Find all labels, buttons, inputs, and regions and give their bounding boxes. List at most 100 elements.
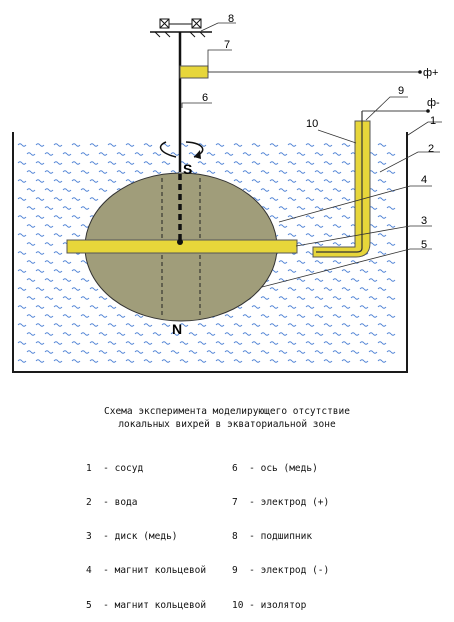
water-wave-mark [350,278,360,282]
water-wave-mark [53,215,63,219]
water-wave-mark [332,170,342,174]
water-wave-mark [332,314,342,318]
water-wave-mark [377,305,387,309]
water-wave-mark [323,161,333,165]
water-wave-mark [188,350,198,354]
water-wave-mark [296,170,306,174]
water-wave-mark [17,215,27,219]
water-wave-mark [269,161,279,165]
legend-item: 7 - электрод (+) [232,497,330,509]
water-wave-mark [62,206,72,210]
water-wave-mark [386,152,396,156]
water-wave-mark [35,341,45,345]
water-wave-mark [134,170,144,174]
water-wave-mark [71,269,81,273]
water-wave-mark [161,359,171,363]
water-wave-mark [80,188,90,192]
water-wave-mark [71,161,81,165]
water-wave-mark [62,296,72,300]
water-wave-mark [296,314,306,318]
water-wave-mark [386,296,396,300]
callout-4: 4 [421,174,427,186]
water-wave-mark [305,179,315,183]
water-wave-mark [323,305,333,309]
water-wave-mark [332,350,342,354]
water-wave-mark [89,197,99,201]
water-wave-mark [143,143,153,147]
water-wave-mark [80,278,90,282]
water-wave-mark [350,296,360,300]
water-wave-mark [35,197,45,201]
water-wave-mark [17,161,27,165]
water-wave-mark [197,359,207,363]
water-wave-mark [26,350,36,354]
water-wave-mark [278,350,288,354]
water-wave-mark [89,161,99,165]
legend-item: 6 - ось (медь) [232,462,318,474]
water-wave-mark [17,341,27,345]
water-wave-mark [278,296,288,300]
water-wave-mark [116,314,126,318]
water-wave-mark [323,269,333,273]
water-wave-mark [44,170,54,174]
water-wave-mark [278,152,288,156]
water-wave-mark [260,350,270,354]
water-wave-mark [35,179,45,183]
water-wave-mark [98,314,108,318]
water-wave-mark [116,350,126,354]
water-wave-mark [341,341,351,345]
water-wave-mark [26,278,36,282]
water-wave-mark [269,341,279,345]
water-wave-mark [134,332,144,336]
water-wave-mark [350,314,360,318]
water-wave-mark [53,323,63,327]
water-wave-mark [377,215,387,219]
water-wave-mark [53,143,63,147]
water-wave-mark [35,323,45,327]
callout-3: 3 [421,215,427,227]
water-wave-mark [341,215,351,219]
water-wave-mark [17,233,27,237]
water-wave-mark [89,143,99,147]
water-wave-mark [332,260,342,264]
water-wave-mark [215,161,225,165]
water-wave-mark [332,332,342,336]
water-wave-mark [53,359,63,363]
water-wave-mark [332,188,342,192]
water-wave-mark [125,179,135,183]
water-wave-mark [53,341,63,345]
caption-line-2: локальных вихрей в экваториальной зоне [118,419,336,430]
water-wave-mark [377,269,387,273]
water-wave-mark [233,359,243,363]
water-wave-mark [287,197,297,201]
water-wave-mark [17,269,27,273]
water-wave-mark [260,188,270,192]
water-wave-mark [62,170,72,174]
water-wave-mark [251,323,261,327]
water-wave-mark [134,152,144,156]
water-wave-mark [377,197,387,201]
water-wave-mark [161,161,171,165]
water-wave-mark [287,359,297,363]
water-wave-mark [125,323,135,327]
callout-leaders [181,22,442,288]
water-wave-mark [377,143,387,147]
water-wave-mark [314,224,324,228]
water-wave-mark [152,152,162,156]
legend-left: 1 - сосуд 2 - вода 3 - диск (медь) 4 - м… [86,440,206,622]
water-wave-mark [296,332,306,336]
pole-south: S [183,161,192,177]
water-wave-mark [368,260,378,264]
water-wave-mark [143,359,153,363]
water-wave-mark [98,350,108,354]
water-wave-mark [314,278,324,282]
water-wave-mark [80,206,90,210]
water-wave-mark [305,161,315,165]
water-wave-mark [368,278,378,282]
water-wave-mark [341,359,351,363]
water-wave-mark [296,224,306,228]
legend-item: 1 - сосуд [86,462,144,474]
callout-2: 2 [428,143,434,155]
water-wave-mark [89,179,99,183]
water-wave-mark [80,314,90,318]
